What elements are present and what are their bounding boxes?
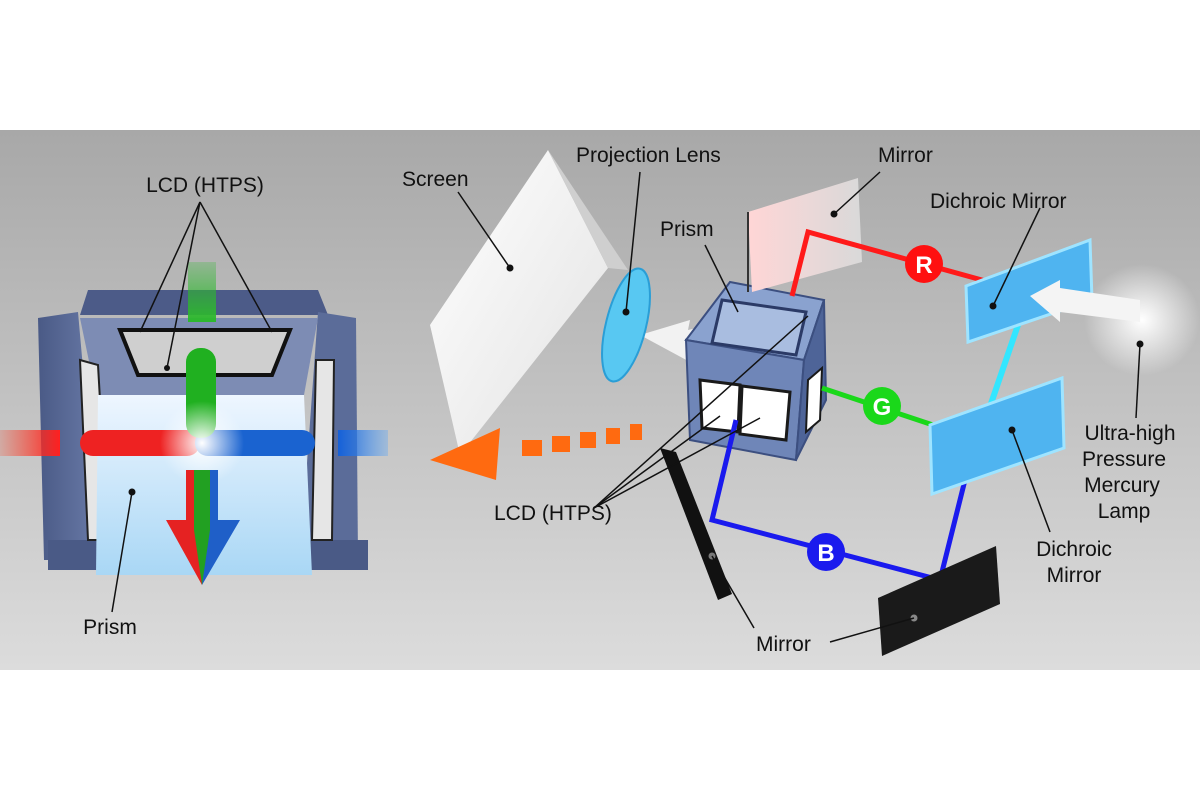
label-prism-left: Prism	[83, 616, 137, 639]
projection-lens	[601, 267, 651, 383]
blue-beam-in	[338, 430, 388, 456]
mirror-bottom-right	[878, 546, 1000, 656]
label-lamp-4: Lamp	[1098, 500, 1151, 523]
label-prism: Prism	[660, 218, 714, 241]
label-lamp-1: Ultra-high	[1084, 422, 1175, 445]
prism-closeup: LCD (HTPS) Prism	[0, 174, 388, 639]
label-dichroic-bottom-1: Dichroic	[1036, 538, 1112, 561]
label-screen: Screen	[402, 168, 469, 191]
badge-green-label: G	[873, 394, 892, 421]
green-beam-top	[188, 262, 216, 322]
label-lamp-2: Pressure	[1082, 448, 1166, 471]
leader-lens	[625, 171, 641, 313]
label-lcd-htps-left: LCD (HTPS)	[146, 174, 264, 197]
label-lamp-3: Mercury	[1084, 474, 1160, 497]
leader-lcd-b2	[593, 417, 761, 509]
leader-dichroic-bottom	[1011, 429, 1051, 533]
output-arrow-red	[166, 470, 202, 585]
screen	[430, 150, 608, 455]
combined-light-glow	[160, 401, 244, 485]
leader-lcd-3	[199, 201, 273, 333]
leader-lcd-b3	[593, 315, 809, 509]
leader-mirror-bottom-right	[829, 617, 915, 643]
badge-green	[863, 387, 901, 425]
label-mirror-top: Mirror	[878, 144, 933, 167]
badge-red-label: R	[915, 252, 932, 279]
leader-mirror-bottom-left	[711, 555, 755, 629]
lcd-panel-right	[310, 359, 336, 541]
badge-blue	[807, 533, 845, 571]
label-projection-lens: Projection Lens	[576, 144, 721, 167]
leader-dot	[989, 302, 997, 310]
frame-left	[38, 312, 100, 560]
leader-dot	[622, 308, 630, 316]
label-dichroic-top: Dichroic Mirror	[930, 190, 1067, 213]
label-lcd-htps-bottom: LCD (HTPS)	[494, 502, 612, 525]
projected-light-arrow	[430, 424, 642, 480]
label-mirror-bottom: Mirror	[756, 633, 811, 656]
label-dichroic-bottom-2: Mirror	[1047, 564, 1102, 587]
lamp-glow	[1084, 264, 1200, 376]
leader-lcd-b1	[593, 415, 721, 509]
leader-mirror-top	[833, 171, 881, 215]
leader-dot	[830, 210, 838, 218]
leader-dot	[164, 365, 170, 371]
output-arrow-blue	[202, 470, 240, 585]
leader-prism	[704, 244, 739, 313]
leader-dot	[128, 488, 136, 496]
badge-blue-label: B	[817, 540, 834, 567]
dichroic-mirror-bottom	[928, 375, 1066, 497]
leader-dot	[506, 264, 514, 272]
leader-prism-left	[111, 491, 133, 613]
prism-cube	[684, 280, 828, 462]
leader-screen	[457, 191, 511, 269]
leader-dichroic-top	[992, 207, 1041, 307]
optical-path: Screen Projection Lens Prism	[402, 144, 1200, 656]
output-arrow-green	[194, 470, 210, 585]
badge-red	[905, 245, 943, 283]
leader-lamp	[1135, 343, 1141, 419]
leader-lcd-1	[139, 201, 201, 333]
leader-lcd-2	[166, 201, 201, 369]
screen-side	[548, 150, 628, 270]
red-beam-in	[0, 430, 60, 456]
leader-dot	[1008, 426, 1016, 434]
lamp-beam	[1030, 280, 1140, 322]
mirror-bottom-left	[660, 448, 732, 600]
